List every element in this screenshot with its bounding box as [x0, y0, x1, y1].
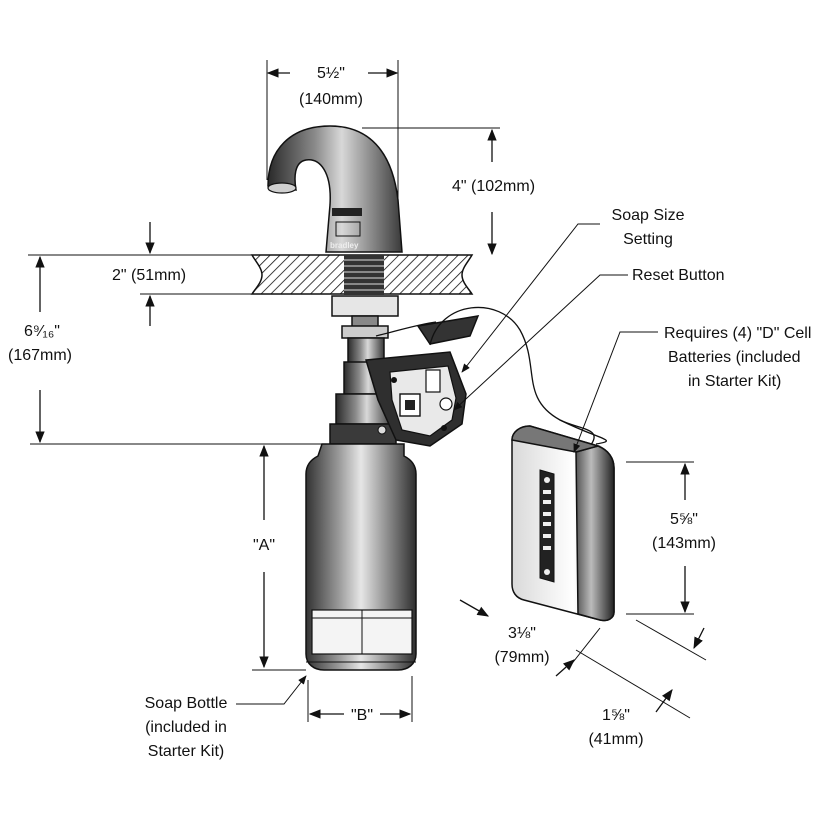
- callout-labels: Soap Size Setting Reset Button Requires …: [145, 207, 812, 760]
- soap-size-label-2: Setting: [623, 231, 673, 248]
- logo-mark-icon: [332, 208, 362, 216]
- spout: bradley: [267, 125, 403, 253]
- brand-label: bradley: [330, 241, 359, 250]
- batteries-label-1: Requires (4) "D" Cell: [664, 325, 811, 342]
- box-height-mm-label: (143mm): [652, 535, 716, 552]
- bottle-width-label: "B": [351, 707, 373, 724]
- deck-thickness-label: 2" (51mm): [112, 267, 186, 284]
- soap-bottle-label-1: Soap Bottle: [145, 695, 228, 712]
- soap-bottle: [305, 443, 417, 671]
- reset-button-label: Reset Button: [632, 267, 725, 284]
- below-deck-label: 6⁹⁄₁₆": [24, 323, 60, 340]
- battery-cable: [429, 306, 608, 445]
- box-depth-label: 1⅝": [602, 707, 630, 724]
- sensor-window: [335, 221, 361, 237]
- batteries-label-2: Batteries (included: [668, 349, 801, 366]
- soap-bottle-label-3: Starter Kit): [148, 743, 224, 760]
- box-height-label: 5⅝": [670, 511, 698, 528]
- box-depth-mm-label: (41mm): [588, 731, 643, 748]
- battery-box: [511, 425, 615, 622]
- below-deck-mm-label: (167mm): [8, 347, 72, 364]
- spout-height-label: 4" (102mm): [452, 178, 535, 195]
- leader-lines: [236, 223, 658, 705]
- spout-width-mm-label: (140mm): [299, 91, 363, 108]
- bottle-height-label: "A": [253, 537, 275, 554]
- counter-deck: [250, 254, 474, 295]
- control-module: [365, 351, 467, 447]
- soap-bottle-label-2: (included in: [145, 719, 227, 736]
- reset-button-icon: [439, 397, 453, 411]
- spout-width-label: 5½": [317, 65, 345, 82]
- batteries-label-3: in Starter Kit): [688, 373, 781, 390]
- box-width-label: 3⅛": [508, 625, 536, 642]
- soap-size-label-1: Soap Size: [612, 207, 685, 224]
- dimension-labels: 5½" (140mm) 4" (102mm) 2" (51mm) 6⁹⁄₁₆" …: [8, 65, 716, 748]
- dimension-lines: [28, 60, 707, 722]
- box-width-mm-label: (79mm): [494, 649, 549, 666]
